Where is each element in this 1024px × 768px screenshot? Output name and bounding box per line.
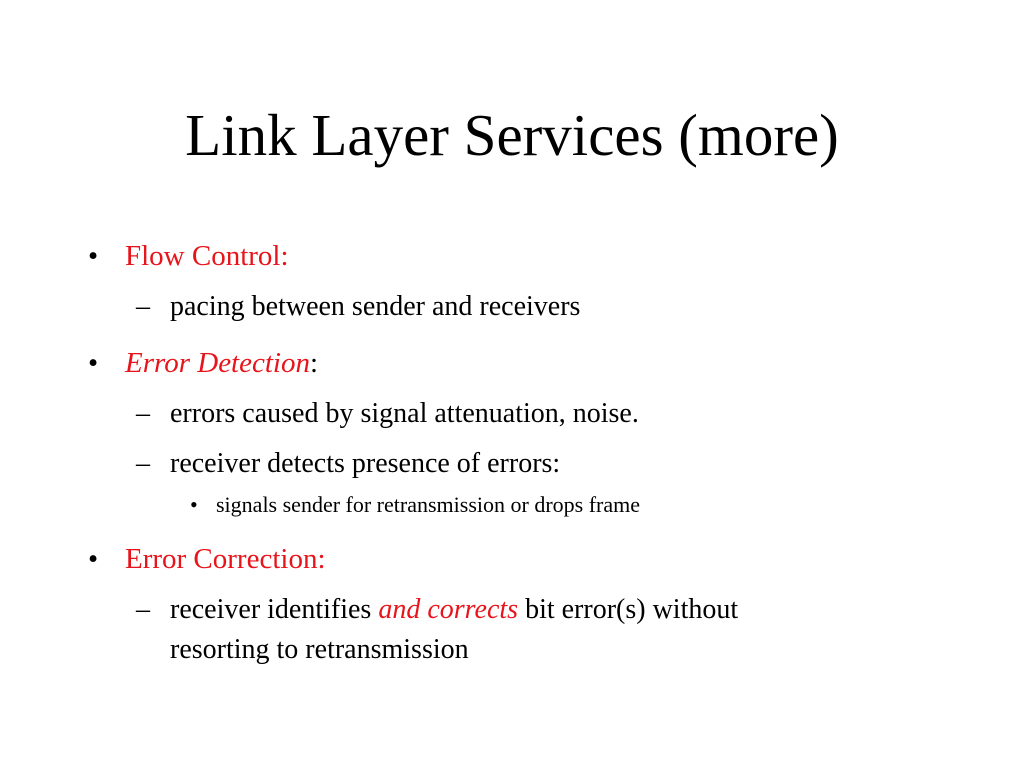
bullet-marker: • [88,543,99,575]
slide-title: Link Layer Services (more) [185,102,839,168]
sub-bullet-errors-caused: errors caused by signal attenuation, noi… [170,398,639,429]
sub-bullet-pacing: pacing between sender and receivers [170,291,581,322]
sub-bullet-continuation: resorting to retransmission [170,634,469,665]
dash-marker: – [136,448,150,479]
bullet-flow-control: Flow Control: [125,240,289,272]
dash-marker: – [136,594,150,625]
sub-sub-bullet-signals-sender: signals sender for retransmission or dro… [216,492,641,517]
and-corrects-emphasis: and corrects [378,594,519,625]
small-bullet-marker: • [190,492,198,517]
bullet-marker: • [88,240,99,272]
dash-marker: – [136,291,150,322]
error-detection-label: Error Detection [125,347,310,379]
sub-bullet-receiver-identifies: receiver identifies and corrects bit err… [170,592,738,628]
sub-bullet-receiver-detects: receiver detects presence of errors: [170,448,561,479]
bit-errors-text: bit error(s) without [518,594,739,625]
bullet-error-correction: Error Correction: [125,543,326,575]
bullet-marker: • [88,347,99,379]
error-detection-colon: : [309,347,319,379]
dash-marker: – [136,398,150,429]
bullet-error-detection: Error Detection: [125,345,318,381]
receiver-identifies-text: receiver identifies [170,594,379,625]
